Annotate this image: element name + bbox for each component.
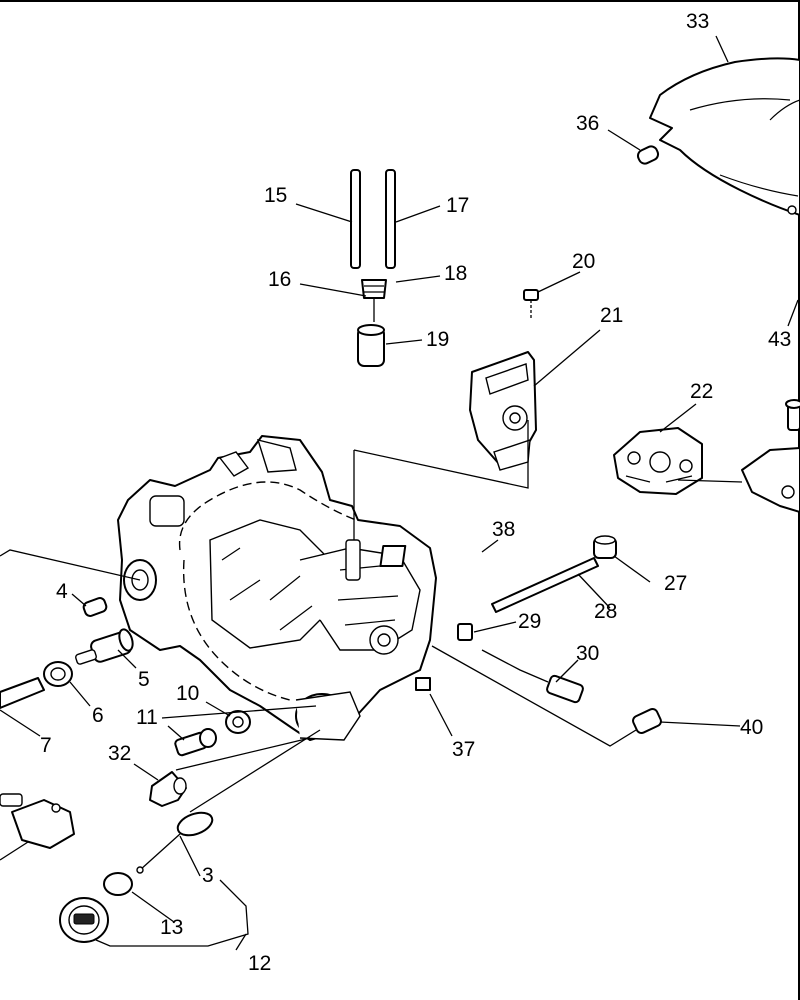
part-5-sleeve bbox=[75, 628, 134, 665]
callout-5: 5 bbox=[138, 668, 150, 691]
part-30-connector bbox=[481, 649, 584, 704]
lower-left-fitting bbox=[0, 793, 75, 849]
callout-7: 7 bbox=[40, 734, 52, 757]
part-29-clip bbox=[457, 623, 473, 641]
callout-36: 36 bbox=[576, 112, 599, 135]
callout-29: 29 bbox=[518, 610, 541, 633]
part-36-pin bbox=[636, 145, 660, 165]
callout-28: 28 bbox=[594, 600, 617, 623]
callout-13: 13 bbox=[160, 916, 183, 939]
leader-lines bbox=[0, 35, 799, 951]
callout-18: 18 bbox=[444, 262, 467, 285]
callout-3: 3 bbox=[202, 864, 214, 887]
part-32-nozzle bbox=[149, 771, 187, 807]
callout-30: 30 bbox=[576, 642, 599, 665]
callout-38: 38 bbox=[492, 518, 515, 541]
crankcase-housing bbox=[117, 435, 437, 741]
part-12-knob bbox=[59, 897, 109, 943]
callout-20: 20 bbox=[572, 250, 595, 273]
part-27-cap bbox=[593, 535, 617, 559]
part-7-hose bbox=[0, 677, 45, 709]
part-19-filter bbox=[357, 324, 385, 367]
callout-27: 27 bbox=[664, 572, 687, 595]
callout-40: 40 bbox=[740, 716, 763, 739]
callout-43: 43 bbox=[768, 328, 791, 351]
part-15-rod bbox=[350, 169, 361, 269]
part-37-square bbox=[415, 677, 431, 691]
callout-16: 16 bbox=[268, 268, 291, 291]
callout-12: 12 bbox=[248, 952, 271, 975]
part-21-bracket bbox=[469, 351, 537, 471]
part-33-cover bbox=[649, 57, 800, 216]
callout-4: 4 bbox=[56, 580, 68, 603]
part-3-key bbox=[136, 811, 214, 874]
part-6-grommet bbox=[43, 661, 73, 687]
part-4-plug bbox=[82, 597, 108, 617]
part-28-rod bbox=[491, 557, 599, 613]
part-17-rod bbox=[385, 169, 396, 269]
callout-17: 17 bbox=[446, 194, 469, 217]
callout-6: 6 bbox=[92, 704, 104, 727]
callout-11: 11 bbox=[136, 706, 158, 729]
callout-10: 10 bbox=[176, 682, 199, 705]
callout-19: 19 bbox=[426, 328, 449, 351]
callout-labels: 33 36 15 17 16 18 19 20 21 22 43 38 27 2… bbox=[40, 10, 791, 975]
part-16-18-spring bbox=[361, 279, 387, 322]
part-38-plate bbox=[379, 545, 407, 567]
part-13-oring bbox=[103, 872, 133, 896]
part-11-screw bbox=[174, 728, 217, 757]
callout-37: 37 bbox=[452, 738, 475, 761]
callout-32: 32 bbox=[108, 742, 131, 765]
part-40-cap bbox=[632, 707, 662, 735]
callout-21: 21 bbox=[600, 304, 623, 327]
callout-33: 33 bbox=[686, 10, 709, 33]
callout-15: 15 bbox=[264, 184, 287, 207]
part-10-washer bbox=[225, 710, 251, 734]
part-20-screw bbox=[523, 289, 539, 318]
callout-22: 22 bbox=[690, 380, 713, 403]
part-22-carburetor bbox=[613, 427, 703, 495]
right-plate-assembly bbox=[741, 399, 800, 513]
